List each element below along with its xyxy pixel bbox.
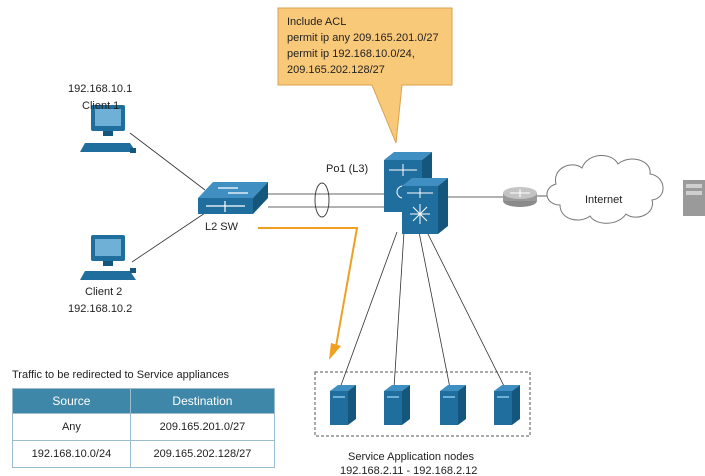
table-cell-source: Any bbox=[12, 413, 131, 441]
traffic-table-header-destination: Destination bbox=[129, 388, 276, 414]
link-core-node-2 bbox=[393, 231, 405, 389]
acl-rule-3: 209.165.202.128/27 bbox=[287, 64, 385, 76]
l2-switch-icon bbox=[198, 182, 268, 214]
link-core-node-1 bbox=[339, 231, 398, 389]
link-core-node-4 bbox=[426, 231, 506, 389]
port-channel-label: Po1 (L3) bbox=[326, 163, 368, 175]
client-2-name: Client 2 bbox=[85, 286, 122, 298]
client-2-ip: 192.168.10.2 bbox=[68, 303, 132, 315]
service-node-2-icon bbox=[384, 385, 410, 425]
client-1-ip: 192.168.10.1 bbox=[68, 83, 132, 95]
traffic-table-caption: Traffic to be redirected to Service appl… bbox=[12, 369, 230, 381]
service-node-3-icon bbox=[440, 385, 466, 425]
traffic-table: Source Destination Any 209.165.201.0/27 … bbox=[12, 388, 276, 468]
acl-rule-1: permit ip any 209.165.201.0/27 bbox=[287, 32, 439, 44]
table-cell-destination: 209.165.201.0/27 bbox=[129, 413, 276, 441]
client-1-computer-icon bbox=[80, 105, 136, 153]
service-nodes-range: 192.168.2.11 - 192.168.2.12 bbox=[340, 465, 477, 476]
router-icon bbox=[503, 187, 537, 207]
table-row: 192.168.10.0/24 209.165.202.128/27 bbox=[12, 440, 276, 468]
acl-callout-title: Include ACL bbox=[287, 16, 346, 28]
traffic-table-header-source: Source bbox=[12, 388, 131, 414]
link-client2-switch bbox=[131, 212, 206, 263]
service-node-1-icon bbox=[330, 385, 356, 425]
core-switch-front-icon bbox=[402, 178, 448, 234]
internet-cloud-icon bbox=[546, 155, 664, 224]
client-2-computer-icon bbox=[80, 235, 136, 280]
link-client1-switch bbox=[129, 132, 206, 191]
redirect-arrow bbox=[258, 227, 359, 360]
table-row: Any 209.165.201.0/27 bbox=[12, 413, 276, 441]
service-nodes-title: Service Application nodes bbox=[348, 451, 474, 463]
link-core-node-3 bbox=[418, 231, 451, 389]
table-cell-source: 192.168.10.0/24 bbox=[12, 440, 131, 468]
switch-label: L2 SW bbox=[205, 221, 239, 233]
traffic-table-header-row: Source Destination bbox=[12, 388, 276, 414]
service-node-4-icon bbox=[494, 385, 520, 425]
table-cell-destination: 209.165.202.128/27 bbox=[129, 440, 276, 468]
internet-label: Internet bbox=[585, 194, 622, 206]
acl-callout: Include ACL permit ip any 209.165.201.0/… bbox=[277, 7, 453, 144]
server-icon bbox=[683, 180, 705, 216]
port-channel-ring bbox=[314, 182, 330, 218]
network-links bbox=[129, 132, 506, 389]
acl-rule-2: permit ip 192.168.10.0/24, bbox=[287, 48, 415, 60]
client-1-name: Client 1 bbox=[82, 100, 119, 112]
service-nodes-box bbox=[314, 371, 531, 437]
